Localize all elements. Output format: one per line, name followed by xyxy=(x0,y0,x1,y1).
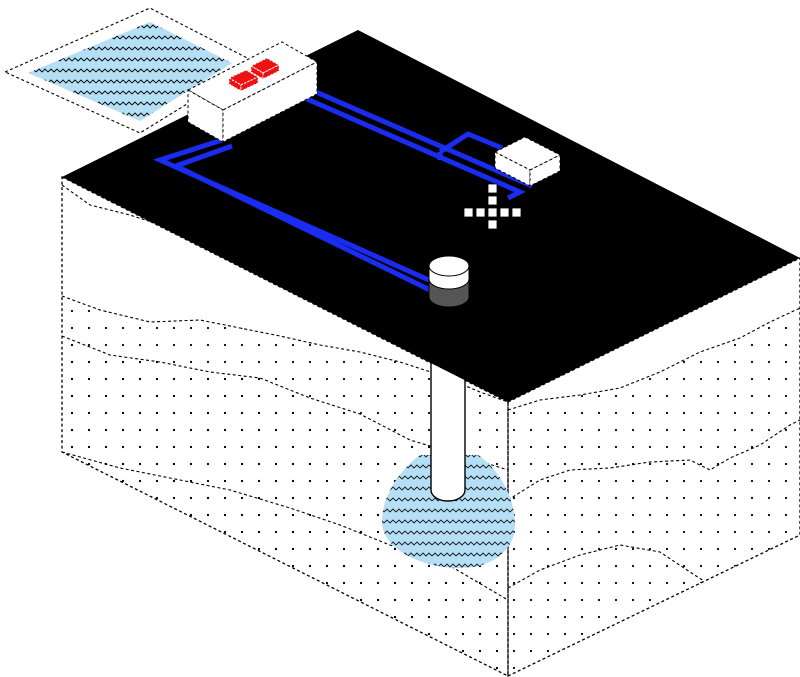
control-box xyxy=(186,41,319,143)
small-box xyxy=(493,136,562,187)
red-indicators xyxy=(227,57,281,92)
left-soil-boundary-2 xyxy=(62,295,508,403)
right-soil-boundary-1 xyxy=(508,307,800,411)
blue-pipeline xyxy=(153,89,533,293)
wellhead-cylinder xyxy=(428,255,470,308)
groundwater-pocket xyxy=(382,455,515,568)
cross-marker xyxy=(463,183,522,230)
right-soil-boundary-2 xyxy=(508,419,800,501)
